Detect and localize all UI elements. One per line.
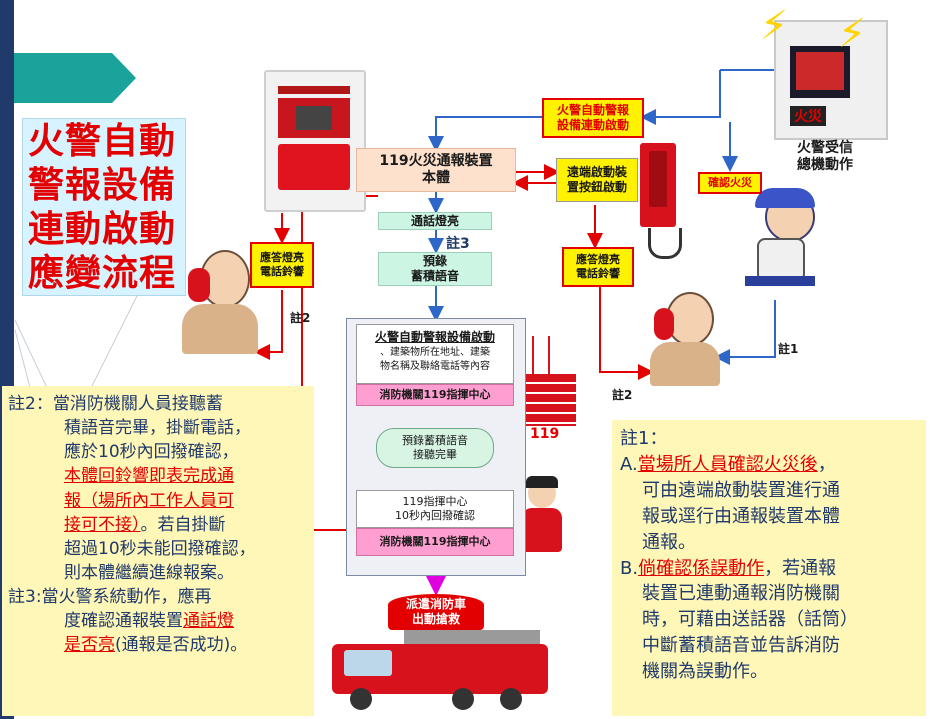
- tower-119-label: 119: [530, 426, 560, 442]
- device-main-box: 119火災通報裝置 本體: [356, 148, 516, 192]
- note1-head: 註1：: [620, 428, 668, 449]
- note2-line-2: 積語音完畢，掛斷電話，: [64, 418, 251, 439]
- dispatcher-person-icon: [518, 476, 566, 558]
- teal-arrow-tip: [112, 53, 136, 103]
- center-content: 、建築物所在地址、建築 物名稱及聯絡電話等內容: [380, 347, 490, 372]
- note1-a-line-3: 報或逕行由通報裝置本體: [642, 505, 840, 527]
- note1-b-tail: ，若通報: [764, 557, 837, 579]
- note2-line-4: 。若自掛斷: [140, 514, 226, 535]
- notification-device-illustration: [264, 70, 366, 212]
- note1-b-lead: B.: [620, 557, 639, 579]
- operator-person-left-icon: [178, 248, 260, 358]
- note1-a-lead: A.: [620, 453, 638, 475]
- panel-fire-label: 火災: [790, 106, 826, 126]
- note2-line-5: 超過10秒未能回撥確認，: [64, 538, 256, 559]
- title-line-2: 警報設備: [28, 165, 177, 206]
- title-line-4: 應變流程: [28, 253, 177, 294]
- phone-cord: [648, 228, 682, 259]
- note1-b-underline: 倘確認係誤動作: [638, 557, 765, 579]
- call-light-box: 通話燈亮: [378, 212, 492, 230]
- fire-dept-119-center-b: 消防機關119指揮中心: [356, 528, 514, 556]
- note3-line-3: (通報是否成功)。: [115, 635, 248, 656]
- fire-station-tower-icon: [526, 336, 580, 426]
- page-title: [22, 118, 186, 296]
- title-line-3: 連動啟動: [28, 209, 177, 250]
- listen-done-box: 預錄蓄積語音 接聽完畢: [376, 428, 494, 468]
- note2-line-3: 應於10秒內回撥確認，: [64, 442, 239, 463]
- note2-note3-panel: 註2：當消防機關人員接聽蓄 積語音完畢，掛斷電話， 應於10秒內回撥確認， 本體…: [2, 386, 314, 716]
- note3-underline-2: 是否亮: [64, 635, 115, 656]
- note1-b-line-5: 機關為誤動作。: [642, 661, 768, 683]
- note1-a-line-4: 通報。: [642, 531, 696, 553]
- note1-b-line-4: 中斷蓄積語音並告訴消防: [642, 635, 840, 657]
- note3-line-1: 註3:當火警系統動作，應再: [8, 587, 212, 607]
- callback-box: 119指揮中心 10秒內回撥確認: [356, 490, 514, 528]
- lightning-icon: ⚡: [760, 3, 789, 49]
- remote-phone-illustration: [640, 143, 676, 227]
- remote-start-box: 遠端啟動裝 置按鈕啟動: [556, 158, 638, 202]
- answer-ring-left-box: 應答燈亮 電話鈴響: [250, 242, 314, 288]
- note2-underline-2: 報（場所內工作人員可: [64, 490, 234, 511]
- note1-a-line-2: 可由遠端啟動裝置進行通: [642, 479, 840, 501]
- note1-a-underline: 當場所人員確認火災後: [637, 453, 818, 475]
- note2-line-1: 註2：當消防機關人員接聽蓄: [8, 394, 223, 414]
- auto-link-start-box: 火警自動警報 設備連動啟動: [542, 98, 644, 138]
- dispatch-box: 派遣消防車 出動搶救: [388, 594, 484, 630]
- operator-person-right-icon: [646, 290, 724, 390]
- note1-panel: 註1： A.當場所人員確認火災後， 可由遠端啟動裝置進行通 報或逕行由通報裝置本…: [612, 420, 926, 716]
- teal-arrow-tab: [14, 53, 112, 103]
- center-title: 火警自動警報設備啟動: [374, 330, 495, 344]
- note3-line-2: 度確認通報裝置: [64, 611, 183, 632]
- receiver-action-label: 火警受信 總機動作: [797, 139, 853, 174]
- fire-dept-119-center-a: 消防機關119指揮中心: [356, 384, 514, 406]
- running-person-icon: [735, 188, 825, 298]
- note2-line-6: 則本體繼續進線報案。: [64, 562, 234, 583]
- note2-underline-3: 接可不接）: [64, 514, 141, 535]
- note1-b-line-3: 時，可藉由送話器（話筒）: [642, 609, 858, 631]
- fire-alarm-panel-illustration: [774, 20, 888, 140]
- note2-underline-1: 本體回鈴響即表完成通: [64, 466, 234, 487]
- confirm-fire-box: 確認火災: [698, 172, 762, 194]
- note1-a-tail: ，: [817, 453, 836, 475]
- note1-b-line-2: 裝置已連動通報消防機關: [642, 583, 840, 605]
- note2-tag-left: 註2: [290, 311, 311, 325]
- center-title-box: 火警自動警報設備啟動 、建築物所在地址、建築 物名稱及聯絡電話等內容: [356, 324, 514, 384]
- answer-ring-right-box: 應答燈亮 電話鈴響: [562, 247, 634, 287]
- prerecord-voice-box: 預錄 蓄積語音: [378, 252, 492, 286]
- note3-tag: 註3: [446, 236, 470, 252]
- fire-truck-icon: [332, 630, 548, 710]
- page-title-text: 火警自動 警報設備 連動啟動 應變流程: [28, 120, 188, 296]
- title-line-1: 火警自動: [28, 121, 177, 162]
- note3-underline-1: 通話燈: [183, 611, 234, 632]
- note1-tag: 註1: [778, 342, 799, 356]
- lightning-icon-2: ⚡: [838, 11, 867, 57]
- note2-tag-right: 註2: [612, 388, 633, 402]
